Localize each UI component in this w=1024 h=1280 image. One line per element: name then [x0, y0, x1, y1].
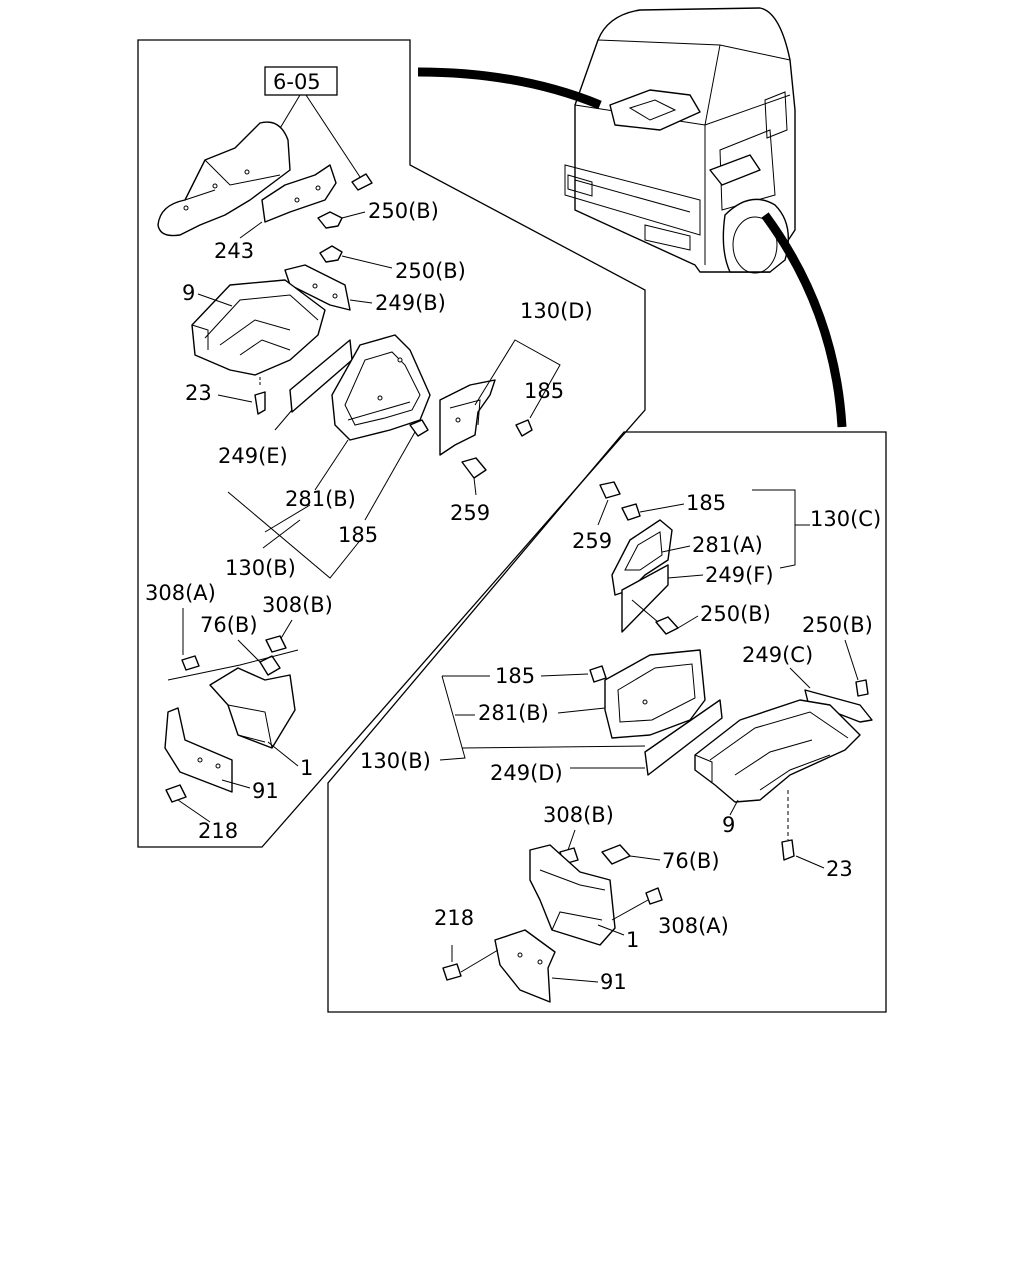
bolt-259-right [599, 481, 621, 499]
label-185a: 185 [524, 379, 564, 403]
right-panel-frame [327, 431, 887, 1013]
label-23-right: 23 [826, 857, 853, 881]
part-281b-plate [331, 334, 431, 441]
label-9-right: 9 [722, 813, 735, 837]
screw-308a [181, 655, 200, 671]
label-249d-right: 249(D) [490, 761, 563, 785]
label-185b-right: 185 [495, 664, 535, 688]
ref-box [264, 66, 338, 96]
bolt-76b-right [601, 844, 631, 865]
part-9-cover-right [694, 699, 861, 803]
label-249f: 249(F) [705, 563, 774, 587]
part-249d-gasket-right [644, 699, 723, 776]
label-250b-right-2: 250(B) [802, 613, 873, 637]
label-76b: 76(B) [200, 613, 258, 637]
label-76b-right: 76(B) [662, 849, 720, 873]
part-1-bracket-right [529, 844, 616, 946]
bolt-6-05 [351, 173, 373, 191]
screw-23 [254, 391, 266, 415]
label-249b: 249(B) [375, 291, 446, 315]
part-249c-bracket [804, 689, 873, 723]
bolt-250b-right-1 [655, 616, 679, 635]
label-281a: 281(A) [692, 533, 763, 557]
screw-308b [265, 635, 287, 653]
label-1-right: 1 [626, 928, 639, 952]
part-281a-plate [611, 519, 673, 596]
label-259: 259 [450, 501, 490, 525]
label-249e: 249(E) [218, 444, 288, 468]
screw-218-right [442, 963, 462, 981]
left-panel-frame [137, 39, 646, 848]
part-9-cover [191, 279, 326, 376]
screw-218 [165, 784, 187, 803]
screw-308a-right [645, 887, 663, 905]
label-91: 91 [252, 779, 279, 803]
callout-arc-top [417, 67, 602, 110]
label-1: 1 [300, 756, 313, 780]
label-243: 243 [214, 239, 254, 263]
screw-185-right-panel-2 [589, 665, 607, 683]
screw-185-right [515, 419, 533, 437]
label-130c: 130(C) [810, 507, 881, 531]
callout-arc-bottom [761, 212, 847, 428]
part-249f-gasket [621, 564, 669, 633]
label-23: 23 [185, 381, 212, 405]
label-308b-right: 308(B) [543, 803, 614, 827]
part-1-bracket [209, 667, 296, 749]
label-218-right: 218 [434, 906, 474, 930]
label-218: 218 [198, 819, 238, 843]
part-91-plate-right [494, 929, 556, 1003]
label-130b-right: 130(B) [360, 749, 431, 773]
part-130d-bracket [439, 379, 496, 456]
label-185a-right: 185 [686, 491, 726, 515]
label-308b: 308(B) [262, 593, 333, 617]
label-281b-right: 281(B) [478, 701, 549, 725]
bolt-250b-1 [317, 211, 343, 229]
label-308a-right: 308(A) [658, 914, 729, 938]
part-91-plate [164, 707, 233, 793]
screw-23-right [781, 839, 795, 861]
label-259-right: 259 [572, 529, 612, 553]
part-243-bracket [261, 164, 337, 223]
label-91-right: 91 [600, 970, 627, 994]
label-9: 9 [182, 281, 195, 305]
label-281b: 281(B) [285, 487, 356, 511]
label-308a: 308(A) [145, 581, 216, 605]
ref-box-label: 6-05 [273, 70, 321, 94]
label-250b-right-1: 250(B) [700, 602, 771, 626]
label-250b-1: 250(B) [368, 199, 439, 223]
screw-250b-right [855, 679, 869, 697]
label-249c: 249(C) [742, 643, 813, 667]
label-130b: 130(B) [225, 556, 296, 580]
screw-185-right-panel [621, 503, 641, 521]
truck-cab-illustration [564, 7, 796, 274]
bolt-259 [461, 457, 487, 479]
label-250b-2: 250(B) [395, 259, 466, 283]
label-130d: 130(D) [520, 299, 593, 323]
bolt-250b-2 [319, 245, 343, 263]
